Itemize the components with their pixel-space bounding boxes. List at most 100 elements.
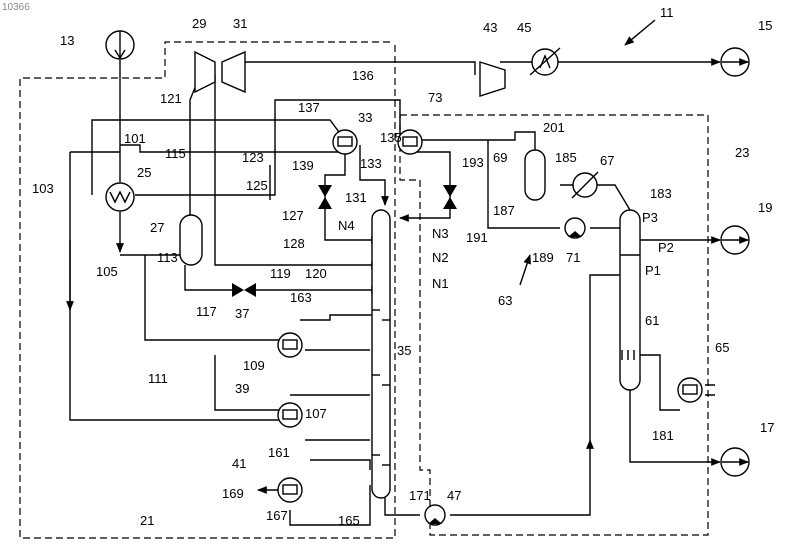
cooler-45	[530, 48, 560, 75]
ref-label-187: 187	[493, 203, 515, 218]
ref-label-35: 35	[397, 343, 411, 358]
reboiler-39	[278, 403, 302, 427]
line-65-out	[705, 385, 715, 395]
ref-label-131: 131	[345, 190, 367, 205]
watermark: 10366	[2, 2, 30, 13]
ref-label-p2: P2	[658, 240, 674, 255]
ref-label-15: 15	[758, 18, 772, 33]
separator-27	[180, 215, 202, 265]
ref-label-17: 17	[760, 420, 774, 435]
pump-47	[425, 505, 445, 525]
ref-label-33: 33	[358, 110, 372, 125]
ref-label-39: 39	[235, 381, 249, 396]
reboiler-41	[278, 478, 302, 502]
reboiler-37	[278, 333, 302, 357]
exchanger-33	[333, 130, 357, 154]
ref-label-191: 191	[466, 230, 488, 245]
line-109	[215, 350, 370, 410]
ref-label-201: 201	[543, 120, 565, 135]
line-193	[400, 152, 450, 218]
ref-label-p1: P1	[645, 263, 661, 278]
ref-label-n4: N4	[338, 218, 355, 233]
ref-label-111: 111	[148, 371, 168, 386]
ref-label-137: 137	[298, 100, 320, 115]
ref-label-41: 41	[232, 456, 246, 471]
ref-label-13: 13	[60, 33, 74, 48]
line-p1	[590, 275, 620, 440]
ref-label-109: 109	[243, 358, 265, 373]
ref-label-183: 183	[650, 186, 672, 201]
separator-69	[525, 150, 545, 200]
ref-label-128: 128	[283, 236, 305, 251]
ref-label-69: 69	[493, 150, 507, 165]
ref-label-115: 115	[165, 146, 186, 161]
ref-label-37: 37	[235, 306, 249, 321]
line-101	[120, 145, 345, 152]
ref-label-103: 103	[32, 181, 54, 196]
ref-label-23: 23	[735, 145, 749, 160]
ref-label-169: 169	[222, 486, 244, 501]
ref-label-25: 25	[137, 165, 151, 180]
product-19	[721, 226, 749, 254]
ref-label-181: 181	[652, 428, 674, 443]
ref-label-171: 171	[409, 488, 431, 503]
ref-label-165: 165	[338, 513, 360, 528]
line-121	[190, 75, 200, 215]
line-163	[300, 315, 375, 320]
expander-29	[195, 52, 215, 92]
ref-label-167: 167	[266, 508, 288, 523]
compressor-31	[222, 52, 245, 92]
ref-label-n1: N1	[432, 276, 449, 291]
product-17	[721, 448, 749, 476]
column-61	[620, 210, 640, 390]
ref-label-21: 21	[140, 513, 154, 528]
ref-label-43: 43	[483, 20, 497, 35]
ref-label-45: 45	[517, 20, 531, 35]
ref-label-71: 71	[566, 250, 580, 265]
reference-labels: 11 13 15 17 19 21 23 25 27 29 31 33 35 37 39 41 43 45 47 61…	[32, 5, 774, 528]
heat-exchanger-25	[106, 183, 134, 211]
line-111	[145, 255, 280, 340]
pump-71	[565, 218, 585, 238]
ref-label-123: 123	[242, 150, 264, 165]
ref-label-63: 63	[498, 293, 512, 308]
valve-127	[318, 185, 332, 209]
ref-label-19: 19	[758, 200, 772, 215]
ref-label-139: 139	[292, 158, 314, 173]
ref-label-185: 185	[555, 150, 577, 165]
ref-label-105: 105	[96, 264, 118, 279]
ref-label-125: 125	[246, 178, 268, 193]
line-181	[630, 390, 720, 462]
valve-193	[443, 185, 457, 209]
ref-label-73: 73	[428, 90, 442, 105]
cooler-67	[572, 172, 598, 198]
ref-label-11: 11	[660, 5, 674, 20]
line-113	[185, 265, 240, 290]
ref-label-27: 27	[150, 220, 164, 235]
ref-label-65: 65	[715, 340, 729, 355]
ref-label-n3: N3	[432, 226, 449, 241]
ref-label-107: 107	[305, 406, 327, 421]
ref-label-121: 121	[160, 91, 182, 106]
ref-label-119: 119	[270, 266, 291, 281]
ref-label-61: 61	[645, 313, 659, 328]
ref-label-163: 163	[290, 290, 312, 305]
ref-label-161: 161	[268, 445, 290, 460]
ref-label-29: 29	[192, 16, 206, 31]
reboiler-65	[678, 378, 702, 402]
valve-119	[232, 283, 256, 297]
ref-label-193: 193	[462, 155, 484, 170]
product-15	[721, 48, 749, 76]
arrow-11	[625, 20, 655, 45]
ref-label-189: 189	[532, 250, 554, 265]
boundary-23	[400, 115, 708, 535]
compressor-43	[480, 62, 505, 96]
ref-label-67: 67	[600, 153, 614, 168]
ref-label-127: 127	[282, 208, 304, 223]
line-201	[420, 132, 535, 150]
ref-label-31: 31	[233, 16, 247, 31]
ref-label-47: 47	[447, 488, 461, 503]
ref-label-113: 113	[157, 250, 178, 265]
line-65	[640, 355, 680, 410]
